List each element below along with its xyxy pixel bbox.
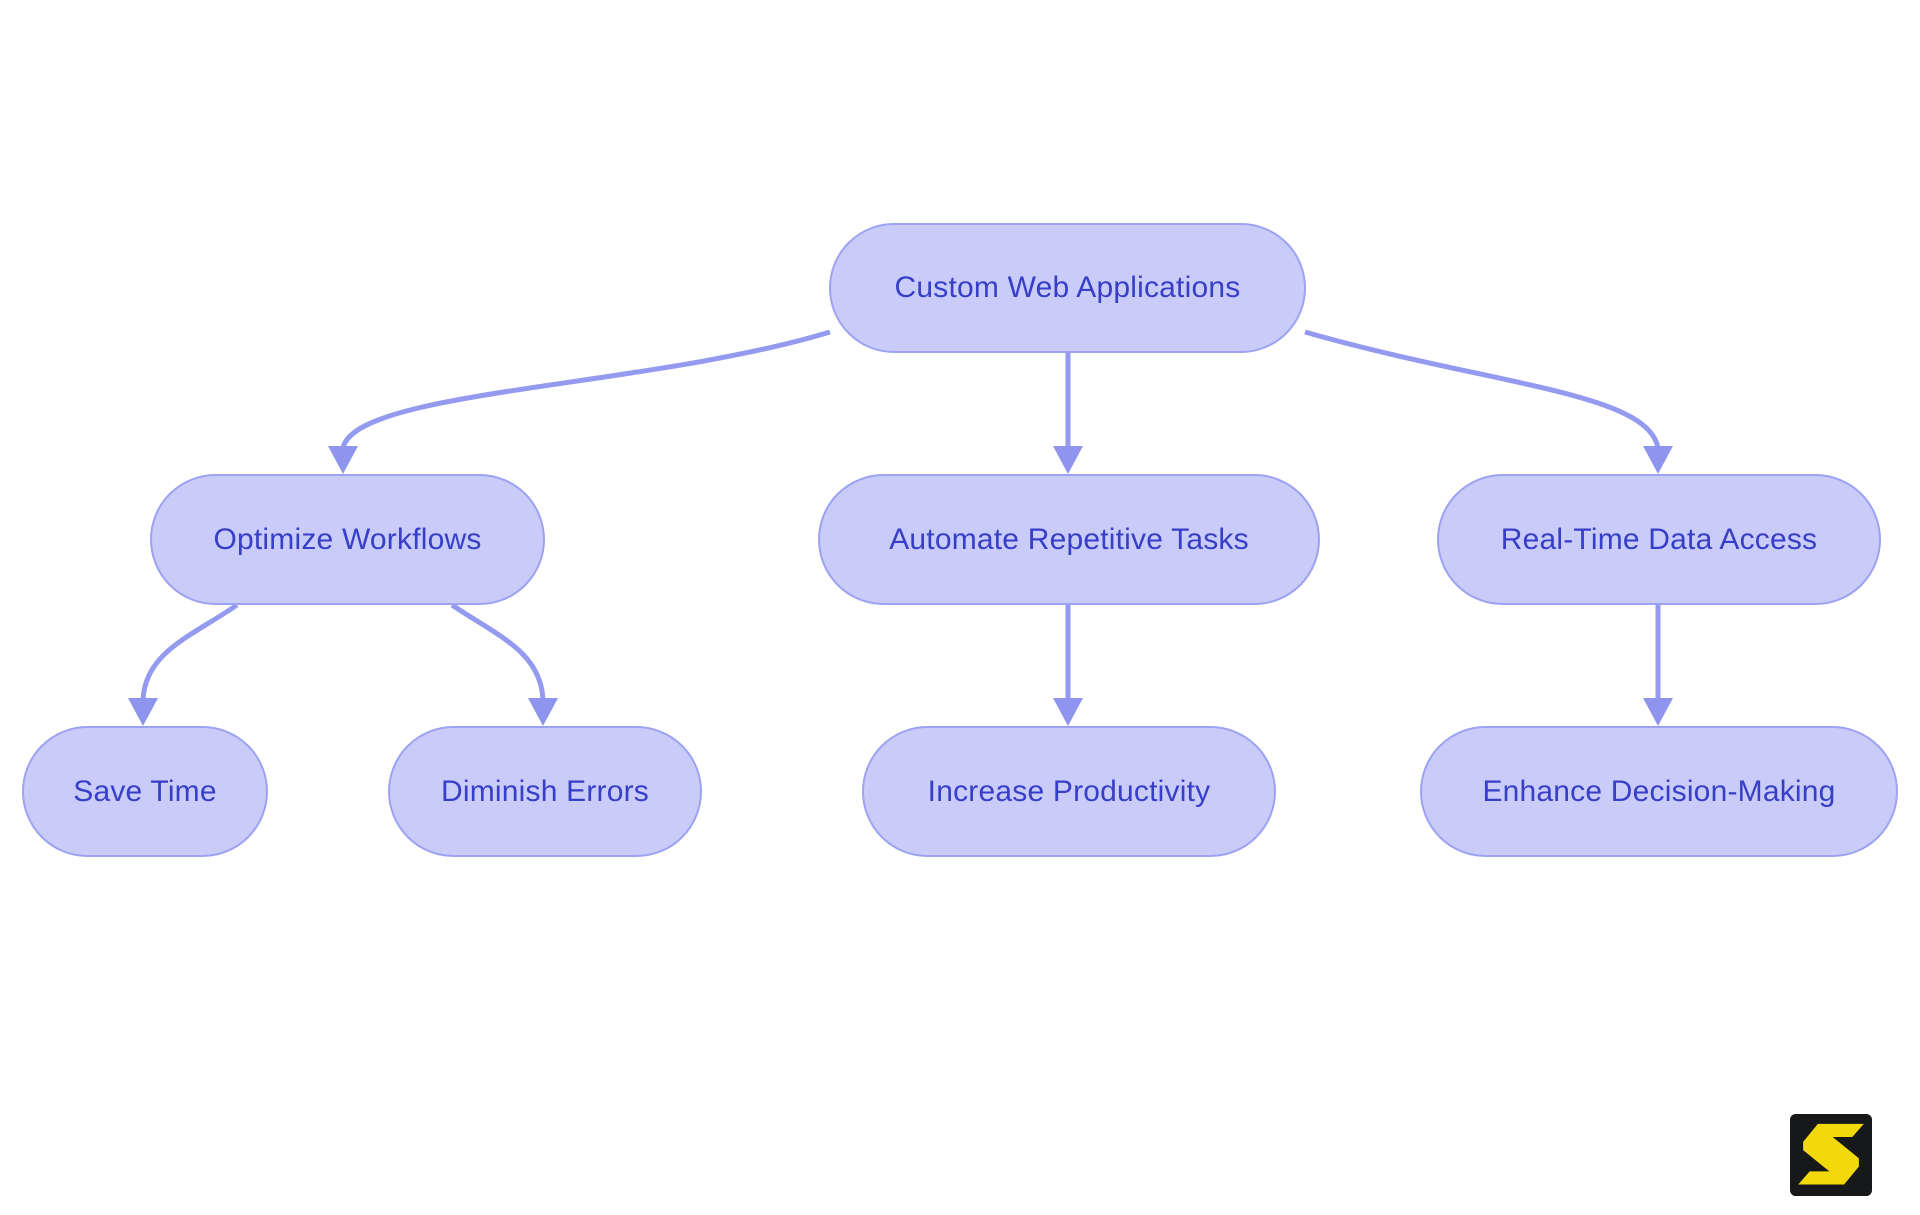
node-label: Save Time (73, 774, 217, 808)
node-automate-repetitive-tasks: Automate Repetitive Tasks (818, 474, 1320, 605)
node-label: Real-Time Data Access (1500, 522, 1818, 556)
edge-custom-to-optimize (340, 329, 831, 449)
edge-custom-to-realtime (1304, 329, 1661, 449)
node-diminish-errors: Diminish Errors (388, 726, 702, 857)
node-optimize-workflows: Optimize Workflows (150, 474, 545, 605)
node-label: Automate Repetitive Tasks (889, 522, 1249, 556)
node-save-time: Save Time (22, 726, 268, 857)
arrowhead-increase (1053, 698, 1083, 726)
arrowhead-realtime (1643, 446, 1673, 474)
node-label: Enhance Decision-Making (1482, 774, 1836, 808)
node-label: Custom Web Applications (894, 271, 1241, 304)
arrowhead-optimize (328, 446, 358, 474)
arrowhead-automate (1053, 446, 1083, 474)
node-label: Diminish Errors (440, 774, 650, 808)
node-increase-productivity: Increase Productivity (862, 726, 1276, 857)
arrowhead-diminish (528, 698, 558, 726)
node-enhance-decision-making: Enhance Decision-Making (1420, 726, 1898, 857)
arrowhead-save (128, 698, 158, 726)
node-custom-web-applications: Custom Web Applications (829, 223, 1306, 353)
arrowhead-enhance (1643, 698, 1673, 726)
node-real-time-data-access: Real-Time Data Access (1437, 474, 1881, 605)
edge-optimize-to-diminish (450, 602, 546, 701)
s-logo-icon (1790, 1114, 1872, 1196)
brand-logo (1790, 1113, 1872, 1197)
node-label: Optimize Workflows (213, 522, 482, 556)
node-label: Increase Productivity (927, 774, 1211, 808)
edge-optimize-to-save (140, 602, 239, 701)
